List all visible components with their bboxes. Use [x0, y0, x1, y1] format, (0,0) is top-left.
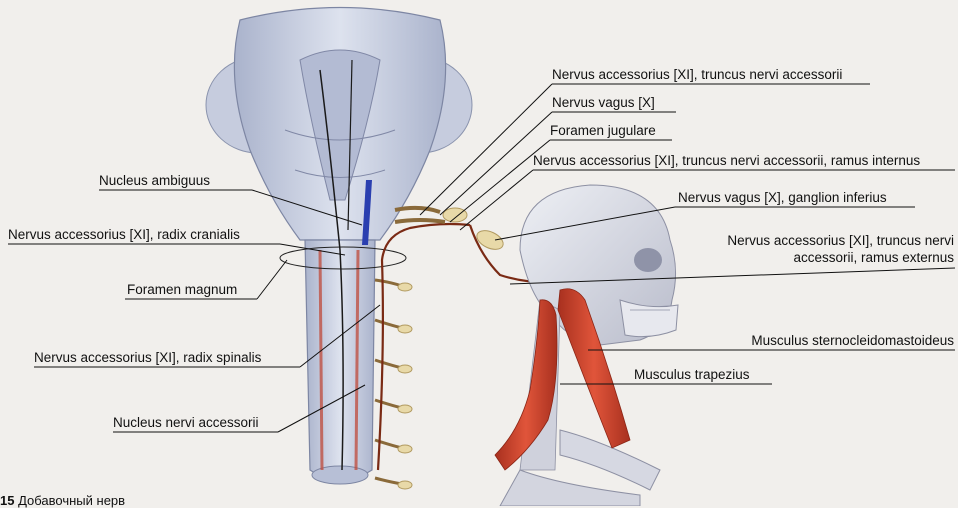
label-accessorius-internus: Nervus accessorius [XI], truncus nervi a…	[533, 153, 920, 168]
label-nucleus-ambiguus: Nucleus ambiguus	[99, 173, 210, 188]
label-accessorius-externus-line1: Nervus accessorius [XI], truncus nervi	[727, 233, 954, 248]
label-foramen-jugulare: Foramen jugulare	[550, 123, 656, 138]
label-radix-cranialis: Nervus accessorius [XI], radix cranialis	[8, 227, 240, 242]
label-vagus: Nervus vagus [X]	[552, 95, 655, 110]
brainstem	[206, 8, 472, 485]
label-vagus-ganglion: Nervus vagus [X], ganglion inferius	[678, 190, 887, 205]
label-trapezius: Musculus trapezius	[634, 367, 750, 382]
label-radix-spinalis: Nervus accessorius [XI], radix spinalis	[34, 350, 261, 365]
label-accessorius-truncus: Nervus accessorius [XI], truncus nervi a…	[552, 67, 842, 82]
label-foramen-magnum: Foramen magnum	[127, 282, 237, 297]
accessory-nerve-spinal-root	[378, 224, 470, 470]
label-sternocleidomastoideus: Musculus sternocleidomastoideus	[751, 333, 954, 348]
label-accessorius-externus-line2: accessorii, ramus externus	[793, 250, 954, 265]
label-nucleus-accessorii: Nucleus nervi accessorii	[113, 415, 259, 430]
jugular-ganglia	[395, 208, 506, 253]
spinal-roots	[375, 280, 412, 489]
